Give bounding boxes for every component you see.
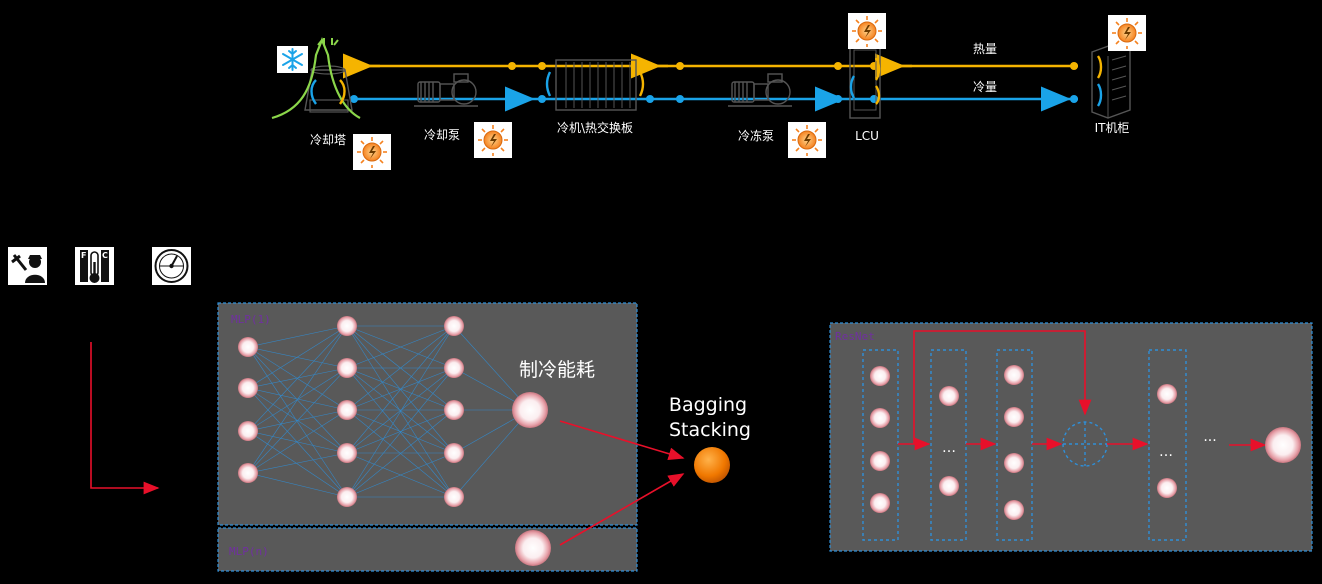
mlp1-neuron-layer-3 — [444, 443, 464, 463]
mlp1-to-ensemble-arrow — [559, 420, 685, 460]
chiller-label: 冷机\热交换板 — [557, 120, 633, 135]
snowflake-icon — [277, 46, 308, 73]
mlp1-neuron-layer-2 — [337, 358, 357, 378]
heat-label: 热量 — [973, 42, 997, 56]
cooling-tower-label: 冷却塔 — [310, 133, 346, 147]
energy-sun-icon — [1107, 14, 1147, 52]
ensemble-label-stacking: Stacking — [669, 419, 751, 441]
energy-sun-icon — [847, 12, 887, 50]
heat-line-dots — [350, 62, 1078, 70]
svg-text:F: F — [81, 251, 86, 260]
mlp1-network — [238, 316, 531, 507]
it-cabinet-icon — [1091, 43, 1131, 119]
mlp1-neuron-layer-2 — [337, 400, 357, 420]
cold-line-dots — [350, 95, 1078, 103]
resnet-skip-connection — [913, 330, 1092, 444]
chilled-pump-label: 冷冻泵 — [738, 128, 774, 143]
cooling-pump-label: 冷却泵 — [424, 128, 460, 142]
energy-sun-icon — [787, 121, 827, 159]
chiller-icon — [545, 59, 645, 111]
resnet-neuron-layer-3 — [1004, 453, 1024, 473]
resnet-label: ResNet — [835, 330, 875, 343]
cooling-loop-diagram: 冷却塔 冷却泵 冷机\热交换板 冷冻泵 — [271, 12, 1147, 171]
mlpn-output-node — [515, 530, 551, 566]
svg-text:C: C — [102, 251, 108, 260]
resnet-neuron-layer-1 — [870, 451, 890, 471]
energy-sun-icon — [352, 133, 392, 171]
resnet-layer-ellipsis: … — [942, 440, 956, 456]
chilled-pump-icon — [727, 73, 793, 107]
energy-sun-icon — [473, 121, 513, 159]
cooling-tower-icon — [271, 37, 361, 120]
resnet-neuron-layer-1 — [870, 408, 890, 428]
mlp1-neuron-layer-1 — [238, 378, 258, 398]
resnet-layer-ellipsis: … — [1159, 444, 1173, 460]
worker-tool-icon — [8, 247, 47, 285]
mlp1-neuron-layer-2 — [337, 487, 357, 507]
resnet-neuron-layer-3 — [1004, 407, 1024, 427]
mlp1-neuron-layer-3 — [444, 487, 464, 507]
mlpn-to-ensemble-arrow — [559, 473, 685, 546]
input-connector-arrow — [90, 342, 160, 495]
resnet-output-node — [1265, 427, 1301, 463]
resnet-neuron-layer-2 — [939, 386, 959, 406]
output-label: 制冷能耗 — [519, 359, 595, 381]
resnet-neuron-layer-4 — [1157, 478, 1177, 498]
resnet-neuron-layer-1 — [870, 493, 890, 513]
it-cabinet-label: IT机柜 — [1095, 121, 1130, 135]
mlp1-neuron-layer-1 — [238, 463, 258, 483]
resnet-neuron-layer-3 — [1004, 365, 1024, 385]
ensemble-label-bagging: Bagging — [669, 394, 747, 416]
resnet-neuron-layer-2 — [939, 476, 959, 496]
resnet-neuron-layer-3 — [1004, 500, 1024, 520]
mlp1-label: MLP(1) — [231, 313, 271, 326]
thermometer-icon: F C — [75, 247, 114, 285]
gauge-icon — [152, 247, 191, 285]
ensemble-output-node — [694, 447, 730, 483]
mlp1-neuron-layer-3 — [444, 358, 464, 378]
resnet-neuron-layer-4 — [1157, 384, 1177, 404]
mlp1-neuron-layer-1 — [238, 337, 258, 357]
resnet-layer-boxes — [862, 349, 1187, 541]
mlp1-neuron-layer-1 — [238, 421, 258, 441]
mlp1-neuron-layer-2 — [337, 316, 357, 336]
cold-label: 冷量 — [973, 80, 997, 94]
lcu-icon — [849, 43, 881, 119]
lcu-label: LCU — [855, 129, 879, 143]
mlp1-neuron-layer-3 — [444, 400, 464, 420]
resnet-panel — [829, 322, 1313, 552]
cooling-pump-icon — [413, 73, 479, 107]
mlpn-panel — [217, 527, 638, 572]
mlp1-output-node — [512, 392, 548, 428]
mlpn-label: MLP(n) — [229, 545, 269, 558]
mlp1-neuron-layer-2 — [337, 443, 357, 463]
resnet-nodes — [870, 365, 1177, 520]
resnet-between-ellipsis: ··· — [1203, 433, 1216, 449]
resnet-neuron-layer-1 — [870, 366, 890, 386]
mlp1-neuron-layer-3 — [444, 316, 464, 336]
